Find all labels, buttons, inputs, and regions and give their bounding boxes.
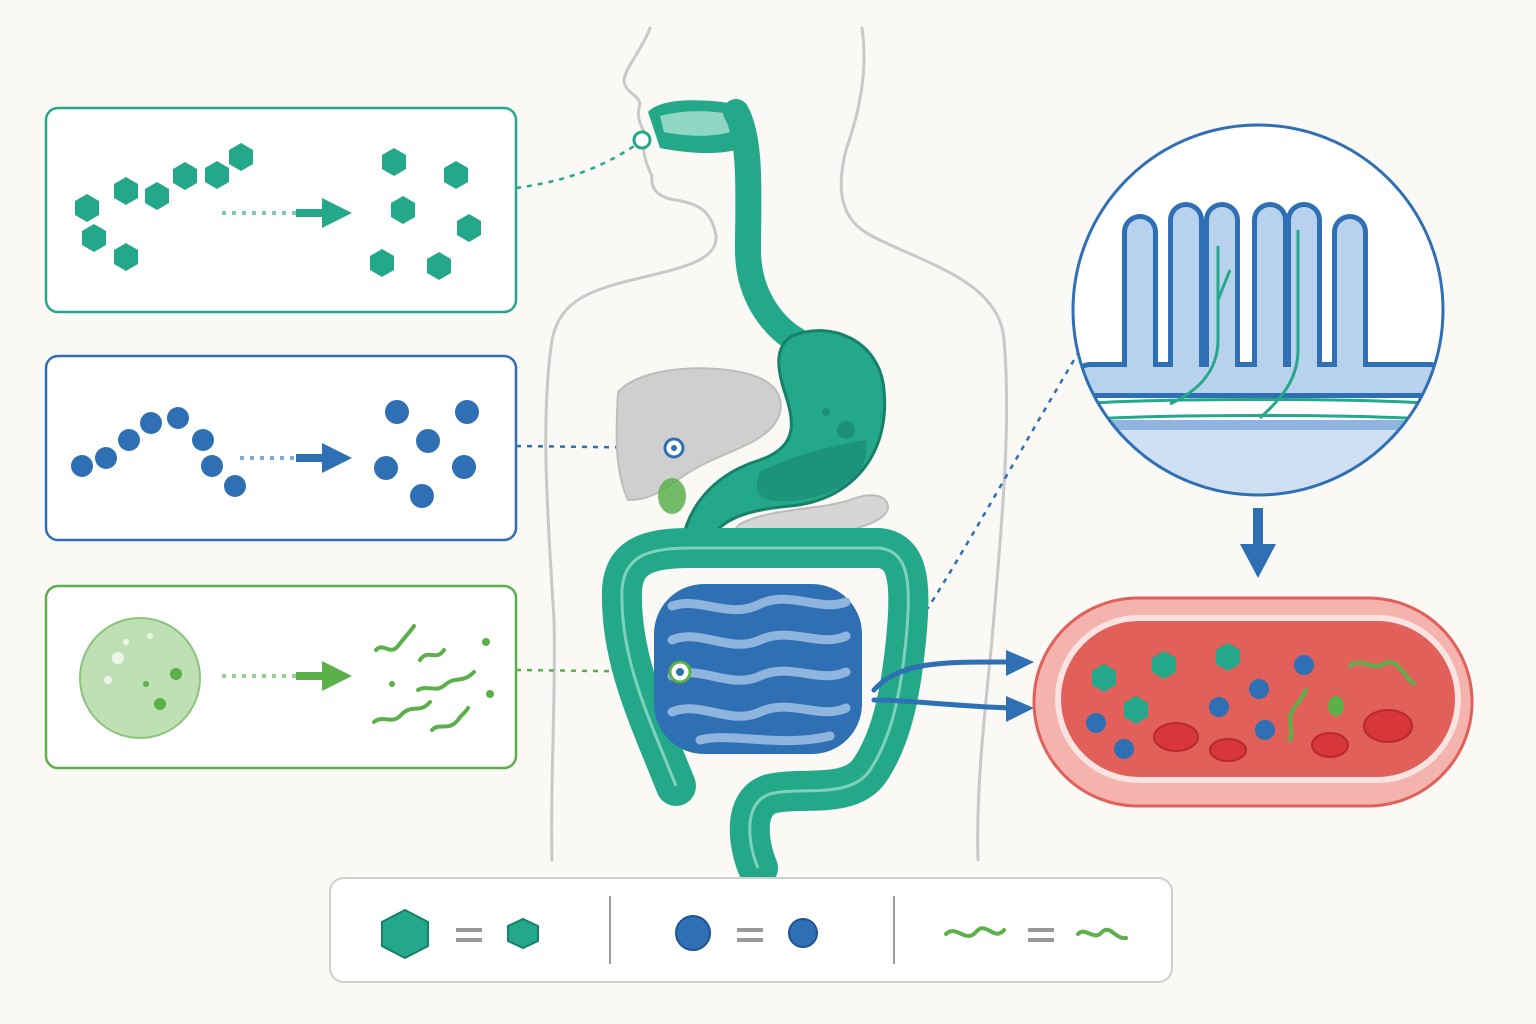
red-blood-cells — [1153, 709, 1413, 762]
legend-circle-small — [788, 918, 818, 948]
esophagus — [723, 99, 809, 353]
legend-equals-3 — [1028, 928, 1054, 942]
amino-acids — [374, 400, 479, 508]
gallbladder — [658, 478, 686, 514]
absorption-arrow-head-1 — [1006, 650, 1034, 676]
connector-mouth — [515, 140, 641, 190]
villi-inset — [1071, 123, 1445, 497]
panel-proteins — [44, 354, 518, 542]
blood-vessel — [1032, 596, 1474, 808]
legend-item-squiggle — [944, 926, 1128, 942]
panel-carbohydrates — [44, 106, 518, 314]
node-markers — [632, 130, 692, 684]
fatty-acids — [372, 624, 476, 732]
node-mouth — [632, 130, 652, 150]
connector-stomach — [515, 444, 669, 450]
legend-hexagon-large — [381, 908, 429, 960]
legend-equals-2 — [737, 928, 763, 942]
protein-arrow — [322, 443, 352, 473]
connector-villi — [918, 349, 1082, 621]
legend-squiggle-small — [1076, 927, 1128, 941]
fat-droplet — [79, 617, 201, 739]
mouth — [648, 100, 736, 154]
body-silhouette — [544, 26, 1009, 862]
protein-chain — [71, 407, 246, 497]
legend-circle-large — [675, 915, 711, 951]
absorption-arrows — [871, 659, 1013, 711]
legend-hexagon-small — [507, 917, 539, 950]
liver — [615, 367, 782, 502]
carb-arrow — [322, 198, 352, 228]
legend — [329, 877, 1173, 983]
fat-arrow — [322, 661, 352, 691]
down-arrow-shaft — [1253, 508, 1263, 544]
down-arrow-head — [1240, 544, 1276, 578]
legend-squiggle-large — [944, 926, 1006, 938]
absorption-arrow-head-2 — [1006, 696, 1034, 722]
small-intestine — [654, 584, 862, 754]
legend-item-hexagon — [381, 908, 539, 960]
panel-fats — [44, 584, 518, 770]
legend-equals-1 — [456, 928, 482, 942]
legend-item-circle — [675, 915, 818, 951]
